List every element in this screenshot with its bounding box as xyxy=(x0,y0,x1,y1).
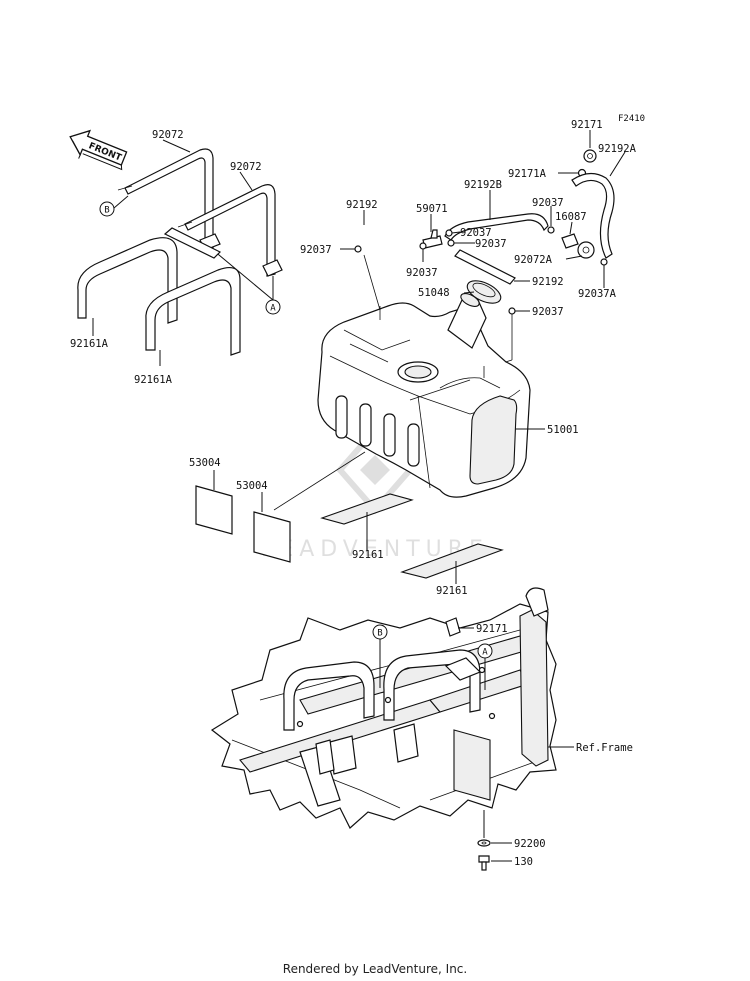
pad-92161-1 xyxy=(320,493,414,525)
label-92161A-2: 92161A xyxy=(134,374,173,386)
callout-a-frame-text: A xyxy=(482,648,488,658)
label-130: 130 xyxy=(514,856,533,868)
label-92037-2: 92037 xyxy=(460,227,492,239)
fuel-tank-51001 xyxy=(317,293,531,498)
bolt-130 xyxy=(478,855,490,871)
label-92192A: 92192A xyxy=(598,143,637,155)
label-ref-frame: Ref.Frame xyxy=(576,742,633,754)
hose-92192A xyxy=(571,172,615,259)
tee-fitting-59071 xyxy=(422,229,443,249)
label-92072-b: 92072 xyxy=(230,161,262,173)
label-92161-1: 92161 xyxy=(352,549,384,561)
grommet-92171 xyxy=(445,617,461,637)
clip-92037-4 xyxy=(419,242,427,250)
callout-a-text: A xyxy=(270,304,276,314)
front-arrow-icon: FRONT xyxy=(69,129,128,171)
diagram-code: F2410 xyxy=(618,114,645,124)
hose-92192-right xyxy=(454,249,516,285)
label-16087: 16087 xyxy=(555,211,587,223)
washer-92200 xyxy=(477,839,491,847)
tank-strap-front xyxy=(177,184,283,277)
frame-reference xyxy=(210,587,557,829)
label-59071: 59071 xyxy=(416,203,448,215)
label-53004-1: 53004 xyxy=(189,457,221,469)
label-92072A: 92072A xyxy=(514,254,553,266)
clamp-92171 xyxy=(583,149,597,163)
footer-credit: Rendered by LeadVenture, Inc. xyxy=(282,962,468,976)
label-92171A: 92171A xyxy=(508,168,547,180)
label-92072-a: 92072 xyxy=(152,129,184,141)
label-51001: 51001 xyxy=(547,424,579,436)
label-51048: 51048 xyxy=(418,287,450,299)
label-92037-1: 92037 xyxy=(300,244,332,256)
callout-b-frame-text: B xyxy=(377,629,382,639)
label-plate-53004-1 xyxy=(195,485,233,535)
strap-pad-1 xyxy=(77,237,178,324)
hose-92192-left xyxy=(163,227,222,259)
strap-pad-2 xyxy=(145,267,241,356)
label-92161A-1: 92161A xyxy=(70,338,109,350)
label-92037-3: 92037 xyxy=(475,238,507,250)
label-92200: 92200 xyxy=(514,838,546,850)
label-92192B: 92192B xyxy=(464,179,502,191)
label-92037-5: 92037 xyxy=(532,197,564,209)
label-92171: 92171 xyxy=(571,119,603,131)
filter-16087 xyxy=(561,233,595,259)
clip-92037A xyxy=(600,258,608,266)
label-92037A: 92037A xyxy=(578,288,617,300)
label-92171-2: 92171 xyxy=(476,623,508,635)
callout-a-icon xyxy=(265,299,281,315)
clip-92037-2 xyxy=(445,229,453,237)
label-plate-53004-2 xyxy=(253,511,291,563)
label-53004-2: 53004 xyxy=(236,480,268,492)
clip-92037-1 xyxy=(354,245,362,253)
label-92037-6: 92037 xyxy=(532,306,564,318)
label-92037-4: 92037 xyxy=(406,267,438,279)
callout-b-icon xyxy=(99,201,115,217)
label-92192: 92192 xyxy=(346,199,378,211)
label-92161-2: 92161 xyxy=(436,585,468,597)
clip-92037-3 xyxy=(447,239,455,247)
label-92192-2: 92192 xyxy=(532,276,564,288)
clip-92037-5 xyxy=(547,226,555,234)
pad-92161-2 xyxy=(400,543,504,579)
clip-92037-6 xyxy=(508,307,516,315)
hose-92192B xyxy=(444,213,549,241)
callout-b-text: B xyxy=(104,206,109,216)
